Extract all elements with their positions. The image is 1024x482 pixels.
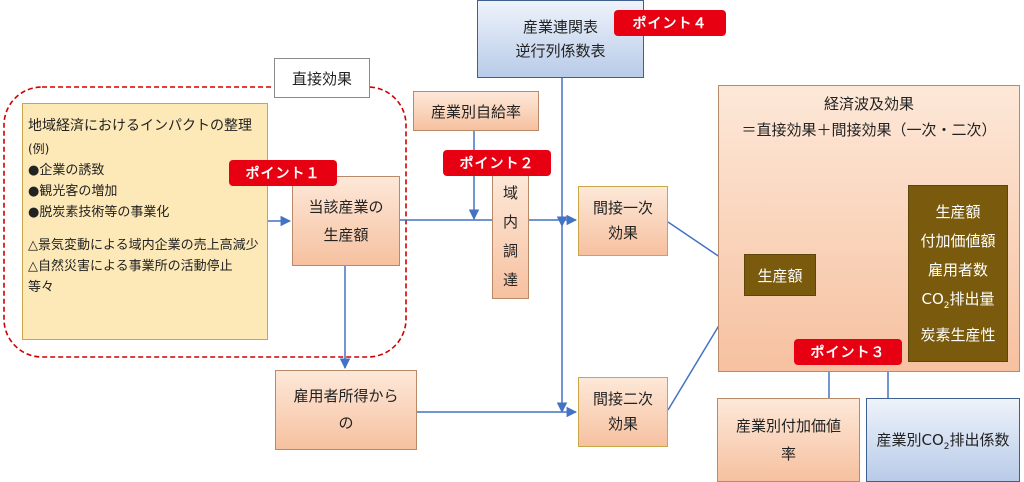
impact-item: ●企業の誘致 <box>28 163 105 178</box>
direct-effect-label: 直接効果 <box>274 58 370 98</box>
target-output-line1: 当該産業の <box>308 198 384 216</box>
local-procurement-char: 調 <box>502 242 518 260</box>
co2-factor-label: 産業別CO2排出係数 <box>876 430 1010 452</box>
production-box: 生産額 <box>744 254 816 296</box>
local-procurement-box: 域 内 調 達 <box>492 175 529 299</box>
ripple-formula: ＝直接効果＋間接効果（一次・二次） <box>741 121 997 139</box>
target-output-line2: 生産額 <box>323 226 369 244</box>
result-value-added: 付加価値額 <box>920 231 996 250</box>
impact-example: (例) <box>28 142 50 156</box>
employee-income-line2: の <box>338 414 354 432</box>
value-added-line1: 産業別付加価値 <box>735 417 841 435</box>
impact-negative: △自然災害による事業所の活動停止 <box>28 259 233 274</box>
io-table-line1: 産業連関表 <box>522 18 598 36</box>
indirect1-box: 間接一次 効果 <box>578 186 668 256</box>
result-co2: CO2排出量 <box>921 289 995 311</box>
indirect1-line1: 間接一次 <box>592 199 653 217</box>
indirect2-line2: 効果 <box>607 415 638 433</box>
ripple-title: 経済波及効果 <box>823 95 914 113</box>
employee-income-line1: 雇用者所得から <box>293 387 399 405</box>
result-output: 生産額 <box>935 202 981 221</box>
result-carbon-productivity: 炭素生産性 <box>920 325 996 344</box>
point-2-badge: ポイント２ <box>443 150 551 176</box>
results-box: 生産額 付加価値額 雇用者数 CO2排出量 炭素生産性 <box>908 185 1008 362</box>
indirect1-line2: 効果 <box>607 224 638 242</box>
indirect2-line1: 間接二次 <box>592 390 653 408</box>
self-sufficiency-box: 産業別自給率 <box>413 91 539 131</box>
point-4-badge: ポイント４ <box>614 10 726 36</box>
local-procurement-char: 達 <box>502 271 518 289</box>
value-added-line2: 率 <box>780 445 796 463</box>
impact-negative: 等々 <box>28 280 55 295</box>
impact-box: 地域経済におけるインパクトの整理 (例) ●企業の誘致 ●観光客の増加 ●脱炭素… <box>22 103 268 340</box>
point-1-badge: ポイント１ <box>229 160 337 186</box>
impact-item: ●観光客の増加 <box>28 184 118 199</box>
impact-item: ●脱炭素技術等の事業化 <box>28 205 170 220</box>
local-procurement-char: 域 <box>502 184 518 202</box>
impact-negative: △景気変動による域内企業の売上高減少 <box>28 238 259 253</box>
co2-factor-box: 産業別CO2排出係数 <box>866 398 1020 482</box>
impact-title: 地域経済におけるインパクトの整理 <box>28 118 252 134</box>
direct-effect-region <box>3 86 407 358</box>
local-procurement-char: 内 <box>502 213 518 231</box>
point-3-badge: ポイント３ <box>794 339 902 365</box>
io-table-line2: 逆行列係数表 <box>515 42 606 60</box>
value-added-rate-box: 産業別付加価値 率 <box>717 398 860 482</box>
indirect2-box: 間接二次 効果 <box>578 377 668 447</box>
result-employees: 雇用者数 <box>927 260 988 279</box>
employee-income-box: 雇用者所得から の <box>275 370 417 450</box>
target-output-box: 当該産業の 生産額 <box>292 176 400 266</box>
